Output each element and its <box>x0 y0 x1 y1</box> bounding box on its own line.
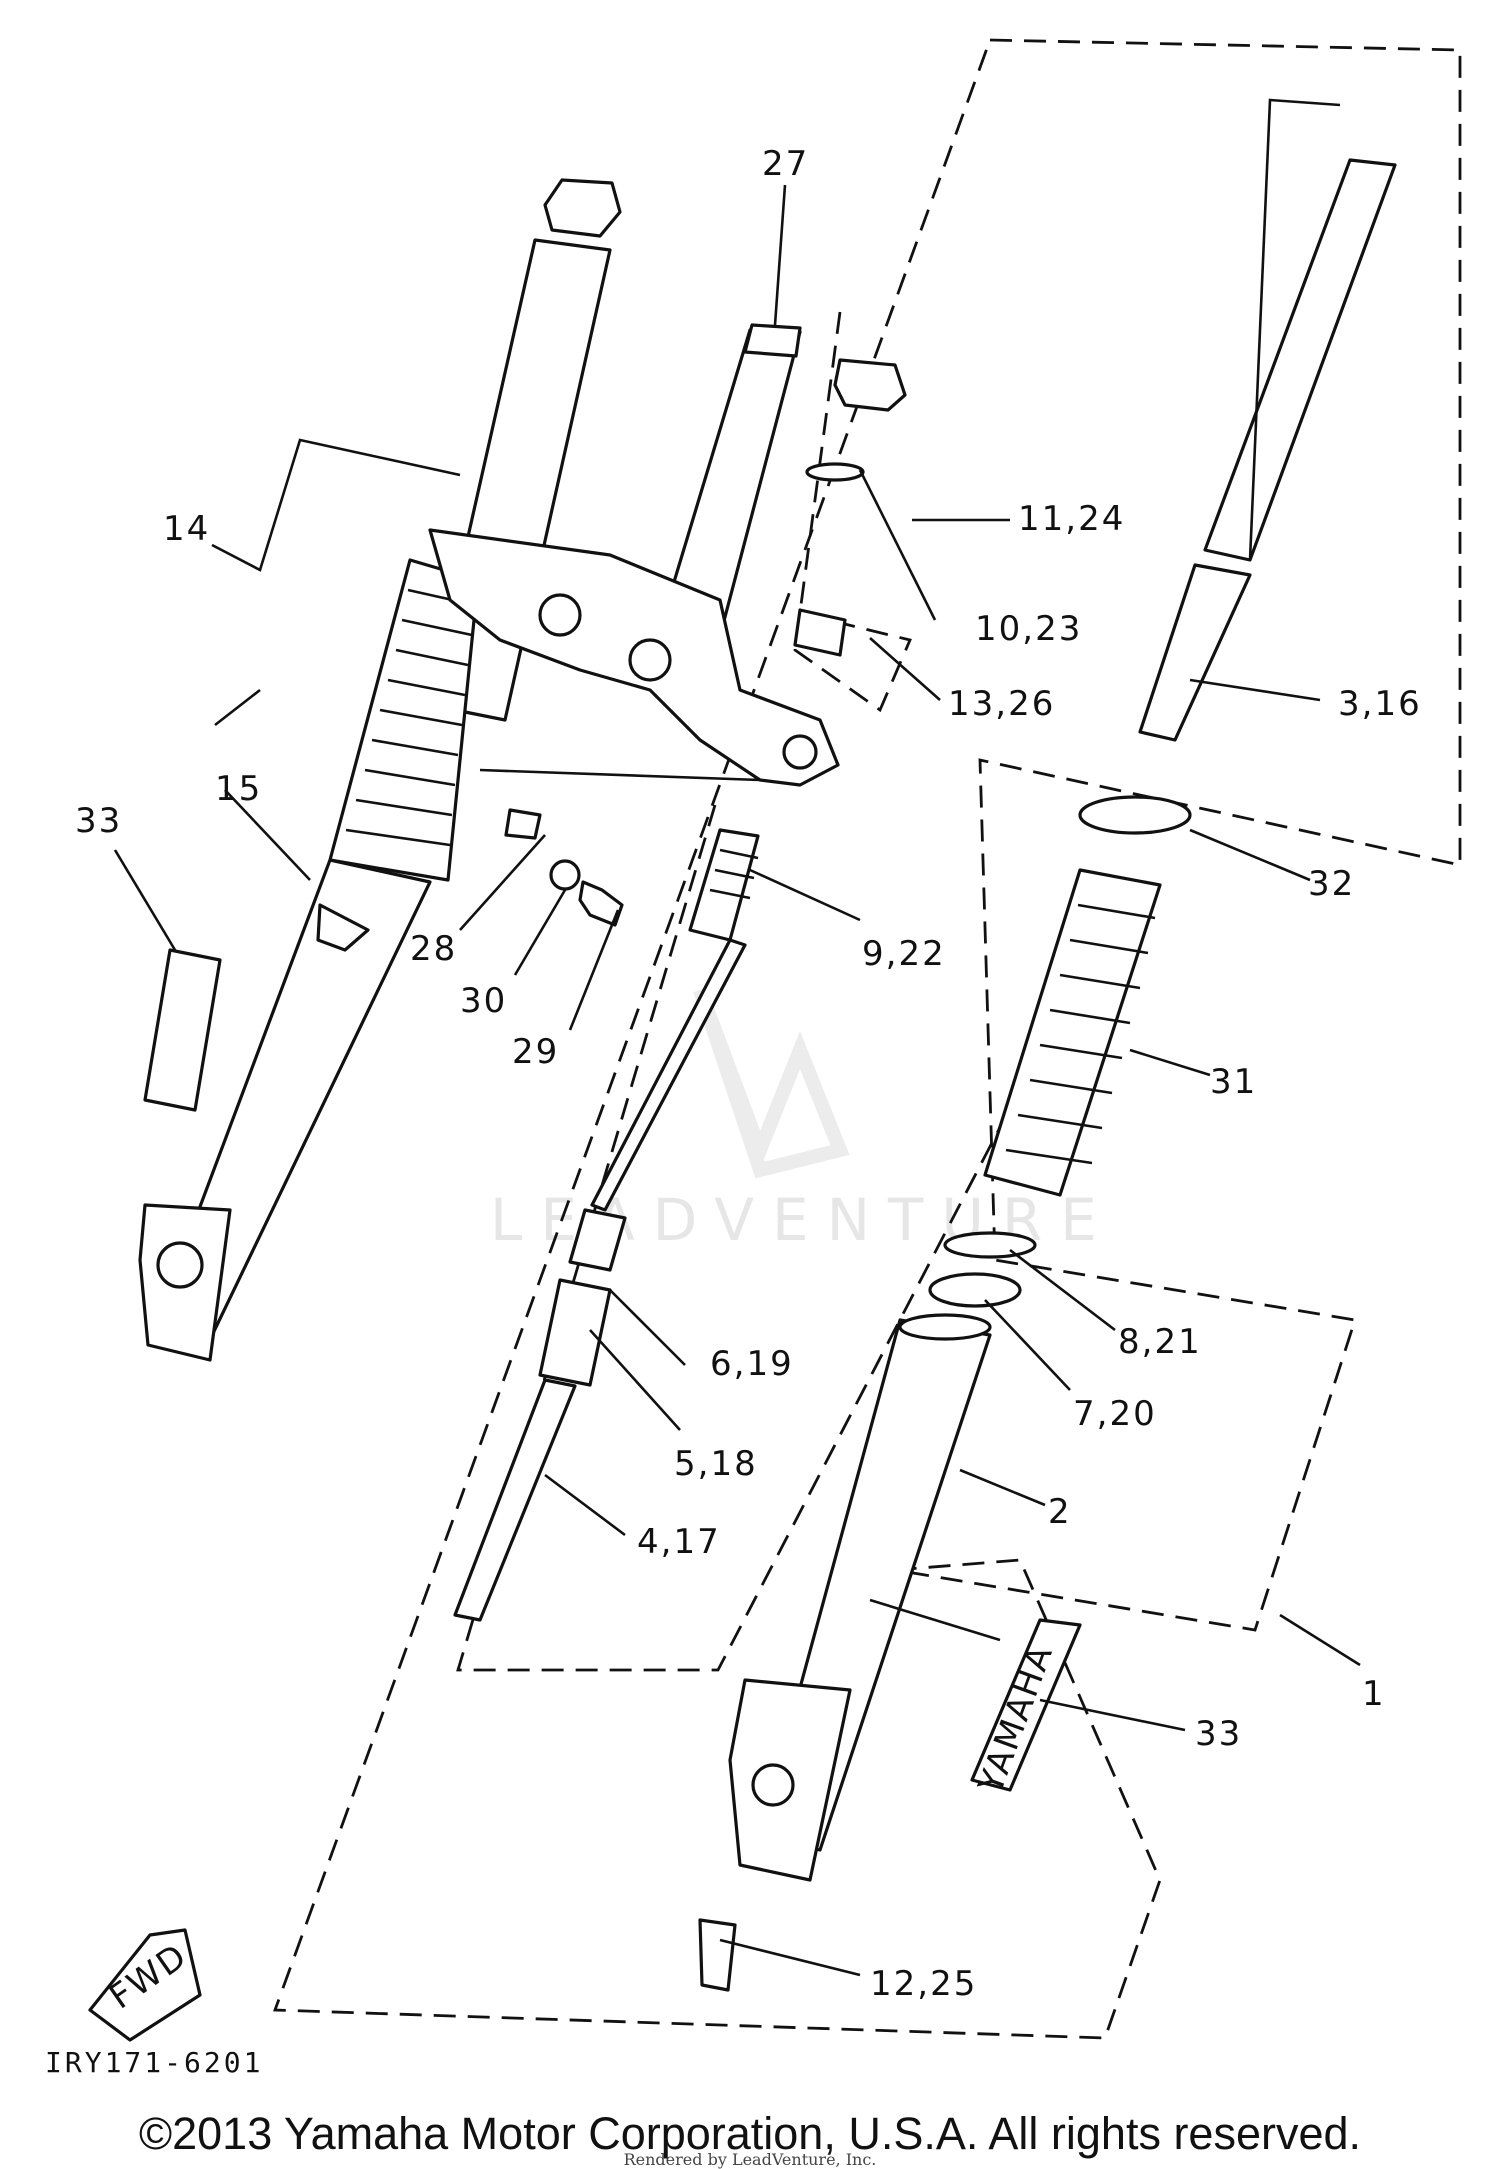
callout-13-26: 13,26 <box>948 684 1055 724</box>
callout-5-18: 5,18 <box>674 1444 758 1484</box>
right-cap-parts <box>793 358 907 657</box>
oil-seal-7-20 <box>928 1272 1022 1308</box>
oil-seal-parts <box>928 1231 1037 1308</box>
clip-8-21 <box>943 1231 1037 1259</box>
small-fasteners <box>504 808 624 927</box>
callout-14: 14 <box>163 509 210 549</box>
decal-text: YAMAHA <box>971 1639 1062 1799</box>
right-dust-seal-bellows <box>983 795 1192 1197</box>
callout-31: 31 <box>1210 1062 1257 1102</box>
left-caliper-mount <box>316 903 370 952</box>
callout-1: 1 <box>1362 1674 1386 1714</box>
callout-28: 28 <box>410 929 457 969</box>
outer-tube-top <box>898 1313 992 1341</box>
fork-spring-9-22 <box>688 828 760 942</box>
callouts: 14 15 33 27 11,24 10,23 13,26 3,16 32 31… <box>75 144 1422 2004</box>
left-axle-hole <box>156 1241 204 1289</box>
long-rod <box>590 938 747 1212</box>
cap-bolt-11-24 <box>833 358 907 412</box>
callout-9-22: 9,22 <box>862 934 946 974</box>
bellows-31-ribs <box>1005 903 1156 1165</box>
bellows-31 <box>983 868 1162 1197</box>
callout-6-19: 6,19 <box>710 1344 794 1384</box>
collar-13-26 <box>793 608 847 657</box>
bolt-29 <box>578 880 624 927</box>
short-spring <box>568 1208 627 1272</box>
rendered-by-note: Rendered by LeadVenture, Inc. <box>623 2150 877 2169</box>
bracket-hole-left <box>538 593 582 637</box>
callout-3-16: 3,16 <box>1338 684 1422 724</box>
callout-4-17: 4,17 <box>637 1522 721 1562</box>
fwd-arrow: FWD <box>88 1928 202 2042</box>
callout-33-left: 33 <box>75 801 122 841</box>
washer-30 <box>549 859 581 891</box>
bracket-hole-right <box>628 638 672 682</box>
callout-10-23: 10,23 <box>975 609 1082 649</box>
assembly-1-outline <box>273 38 1462 2040</box>
callout-7-20: 7,20 <box>1073 1394 1157 1434</box>
leader-lines <box>113 98 1361 1977</box>
callout-8-21: 8,21 <box>1118 1322 1202 1362</box>
right-outer-tube <box>728 1313 992 1882</box>
stem-thread-top <box>743 323 802 358</box>
damper-rod-4-17 <box>453 1378 577 1622</box>
diagram-code: IRY171-6201 <box>45 2046 263 2079</box>
left-fork-assembly <box>138 178 622 1362</box>
callout-33-right: 33 <box>1195 1714 1242 1754</box>
pinch-hole <box>782 734 818 770</box>
rebound-spring-6-19 <box>538 1278 612 1387</box>
oring-10-23 <box>805 462 865 482</box>
left-decal <box>143 948 222 1112</box>
right-inner-tube <box>1203 158 1397 562</box>
right-decal: YAMAHA <box>970 1618 1082 1799</box>
right-inner-tube-assembly <box>1138 158 1397 742</box>
copyright-notice: ©2013 Yamaha Motor Corporation, U.S.A. A… <box>138 2108 1362 2159</box>
callout-11-24: 11,24 <box>1018 499 1125 539</box>
damper-rod-parts <box>453 828 760 1622</box>
spring-coils-top <box>709 848 759 900</box>
bolt-cap-outline <box>793 311 912 713</box>
clip-28 <box>504 808 542 840</box>
right-axle-hole <box>751 1763 795 1807</box>
inner-tube-3-16 <box>1138 563 1252 742</box>
callout-2: 2 <box>1048 1492 1072 1532</box>
callout-29: 29 <box>512 1032 559 1072</box>
dust-seal-32 <box>1078 795 1192 835</box>
callout-27: 27 <box>762 144 809 184</box>
callout-30: 30 <box>460 981 507 1021</box>
callout-12-25: 12,25 <box>870 1964 977 2004</box>
callout-32: 32 <box>1308 864 1355 904</box>
left-cap-bolt <box>543 178 622 238</box>
callout-15: 15 <box>215 769 262 809</box>
under-bracket <box>428 323 840 787</box>
drain-bolt-12-25 <box>698 1918 737 1992</box>
